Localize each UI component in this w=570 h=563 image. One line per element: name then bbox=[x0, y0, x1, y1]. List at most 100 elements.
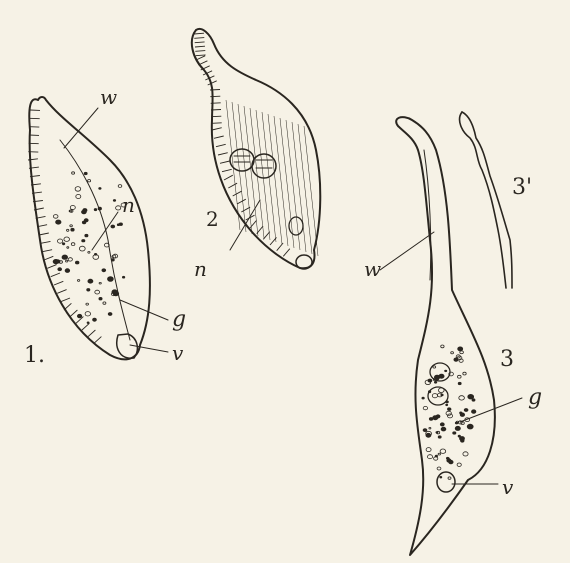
fig2-cilium bbox=[196, 56, 205, 60]
fig1-granule bbox=[72, 172, 75, 174]
fig3-granule bbox=[458, 375, 462, 378]
figure-3-number: 3 bbox=[500, 347, 514, 372]
fig1-granule bbox=[84, 172, 87, 174]
fig1-cilium bbox=[54, 281, 63, 285]
fig3-granule bbox=[463, 372, 466, 375]
fig1-granule bbox=[82, 210, 87, 214]
fig2-cilium bbox=[196, 55, 206, 56]
fig3-granule bbox=[437, 467, 441, 470]
fig1-cilium bbox=[88, 330, 95, 337]
fig3-granule bbox=[422, 397, 424, 399]
fig2-striations bbox=[226, 100, 318, 256]
fig1-granule bbox=[58, 239, 63, 243]
fig3-granule bbox=[463, 452, 468, 456]
fig1-granule bbox=[85, 312, 90, 316]
fig3-granule bbox=[448, 414, 453, 418]
fig2-cilium bbox=[194, 33, 204, 34]
fig2-cilium bbox=[222, 169, 232, 171]
fig3-granule bbox=[446, 404, 448, 406]
fig3-granule bbox=[464, 409, 468, 412]
fig1-cilium bbox=[51, 273, 60, 277]
fig3-granule bbox=[449, 460, 453, 464]
fig2-striation bbox=[292, 122, 306, 252]
fig1-granule bbox=[77, 314, 81, 318]
fig3-granule bbox=[457, 463, 461, 466]
fig3-granule bbox=[459, 396, 465, 400]
fig2-cilium bbox=[220, 161, 230, 163]
fig2-cilium bbox=[224, 175, 233, 180]
fig3-granules bbox=[422, 345, 476, 479]
fig1-cilium bbox=[47, 265, 56, 269]
fig3-granule bbox=[458, 347, 463, 351]
fig1-granule bbox=[111, 225, 115, 228]
fig1-granule bbox=[69, 210, 71, 212]
fig2-cilium bbox=[218, 153, 228, 155]
label-fig1-n: n bbox=[122, 193, 135, 217]
fig2-striation bbox=[274, 116, 288, 246]
fig3-granule bbox=[434, 381, 436, 383]
fig3-granule bbox=[428, 455, 433, 459]
fig1-granule bbox=[102, 269, 106, 272]
fig1-cilium bbox=[44, 256, 53, 260]
fig3-granule bbox=[453, 432, 456, 434]
fig2-cilium bbox=[257, 226, 263, 234]
fig1-granule bbox=[88, 180, 91, 182]
fig1-granule bbox=[70, 206, 75, 210]
fig3-granule bbox=[446, 411, 451, 415]
fig2-striation bbox=[256, 110, 270, 240]
fig3-granule bbox=[460, 351, 464, 354]
fig3-granule bbox=[451, 352, 454, 354]
fig1-granule bbox=[108, 277, 114, 282]
fig1-granule bbox=[88, 279, 93, 283]
fig2-striation bbox=[280, 118, 294, 248]
fig1-cilium bbox=[94, 337, 101, 344]
fig2-cilium bbox=[194, 38, 204, 39]
fig2-cilium bbox=[212, 123, 222, 124]
fig1-granule bbox=[66, 260, 68, 262]
fig2-cilium bbox=[214, 136, 224, 138]
fig3-granule bbox=[423, 429, 427, 432]
fig3-granule bbox=[439, 374, 444, 378]
fig1-granule bbox=[67, 247, 69, 249]
label-fig2-n: n bbox=[194, 257, 207, 281]
fig1-granule bbox=[108, 313, 112, 316]
fig1-granule bbox=[75, 261, 79, 264]
fig1-granule bbox=[99, 297, 102, 300]
fig3-granule bbox=[440, 476, 442, 478]
fig1-granule bbox=[64, 237, 70, 241]
fig3-granule bbox=[438, 453, 440, 455]
figure-3-organism bbox=[380, 117, 522, 555]
fig1-granule bbox=[68, 258, 72, 261]
fig3-granule bbox=[472, 399, 475, 401]
fig3-granule bbox=[429, 418, 433, 421]
fig2-striation bbox=[232, 102, 246, 232]
fig2-cilium bbox=[195, 46, 205, 47]
fig1-granule bbox=[75, 187, 81, 192]
figure-2-number: 2 bbox=[206, 207, 219, 231]
fig1-granule bbox=[116, 206, 121, 210]
figure-1-number: 1. bbox=[24, 343, 45, 368]
fig1-cilium bbox=[70, 310, 77, 317]
fig3-granule bbox=[455, 426, 460, 430]
fig2-cilium bbox=[233, 191, 242, 196]
label-fig3-v: v bbox=[502, 475, 514, 499]
fig1-granule bbox=[94, 253, 96, 255]
fig3-granule bbox=[471, 396, 474, 398]
fig3-granule bbox=[440, 423, 444, 426]
fig1-granule bbox=[94, 209, 97, 211]
fig1-granule bbox=[70, 225, 73, 227]
fig3-granule bbox=[423, 406, 427, 409]
fig1-granule bbox=[71, 243, 75, 246]
fig1-granule bbox=[99, 282, 101, 284]
fig1-granule bbox=[62, 243, 64, 245]
fig3-granule bbox=[426, 448, 431, 452]
fig2-cilium bbox=[211, 110, 221, 111]
fig3-granule bbox=[441, 345, 444, 348]
figure-3-prime-flagellum bbox=[460, 112, 512, 288]
fig1-granule bbox=[58, 268, 62, 271]
fig1-granule bbox=[53, 215, 58, 219]
fig1-cilium bbox=[41, 241, 51, 243]
fig2-cilium bbox=[210, 96, 220, 97]
fig2-cilium bbox=[283, 249, 290, 257]
